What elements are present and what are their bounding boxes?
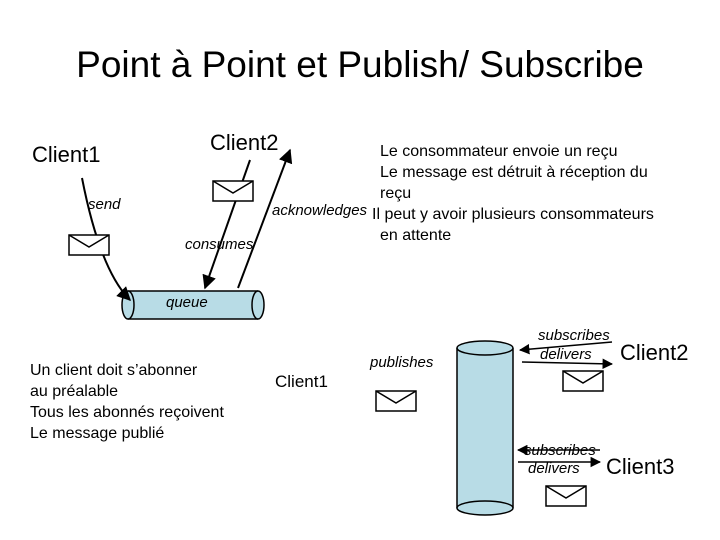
send-label: send [88,196,121,213]
note-line: Le message publié [30,425,165,442]
envelope-icon [212,180,254,202]
publishes-label: publishes [370,354,434,371]
note-line: Tous les abonnés reçoivent [30,404,224,421]
acknowledges-label: acknowledges [272,202,368,219]
queue-cylinder [121,290,265,320]
envelope-icon [68,234,110,256]
envelope-icon [562,370,604,392]
p2p-client2-label: Client2 [210,130,279,155]
pubsub-client1-label: Client1 [275,372,328,391]
pubsub-client3-label: Client3 [606,454,675,479]
p2p-client1-label: Client1 [32,142,101,167]
delivers-arrow-client2 [521,358,614,370]
consumes-label: consumes [185,236,254,253]
subscribes-label: subscribes [538,327,610,344]
topic-cylinder [456,340,514,516]
delivers-label: delivers [540,346,592,363]
subscribes-arrow-client2 [518,341,613,355]
acknowledges-arrow [237,148,293,289]
pubsub-client2-label: Client2 [620,340,689,365]
p2p-notes: Le consommateur envoie un reçu Le messag… [372,141,654,246]
note-line: au préalable [30,383,119,400]
note-line: Le consommateur envoie un reçu [380,143,618,160]
pubsub-notes: Un client doit s’abonner au préalable To… [30,360,224,444]
slide-title: Point à Point et Publish/ Subscribe [76,44,644,85]
envelope-icon [375,390,417,412]
note-line: Le message est détruit à réception du [380,164,648,181]
envelope-icon [545,485,587,507]
note-line: en attente [380,227,452,244]
note-line: reçu [380,185,412,202]
queue-label: queue [166,294,208,311]
note-line: Un client doit s’abonner [30,362,198,379]
subscribes-label: subscribes [524,442,596,459]
note-line: Il peut y avoir plusieurs consommateurs [372,206,654,223]
delivers-label: delivers [528,460,580,477]
